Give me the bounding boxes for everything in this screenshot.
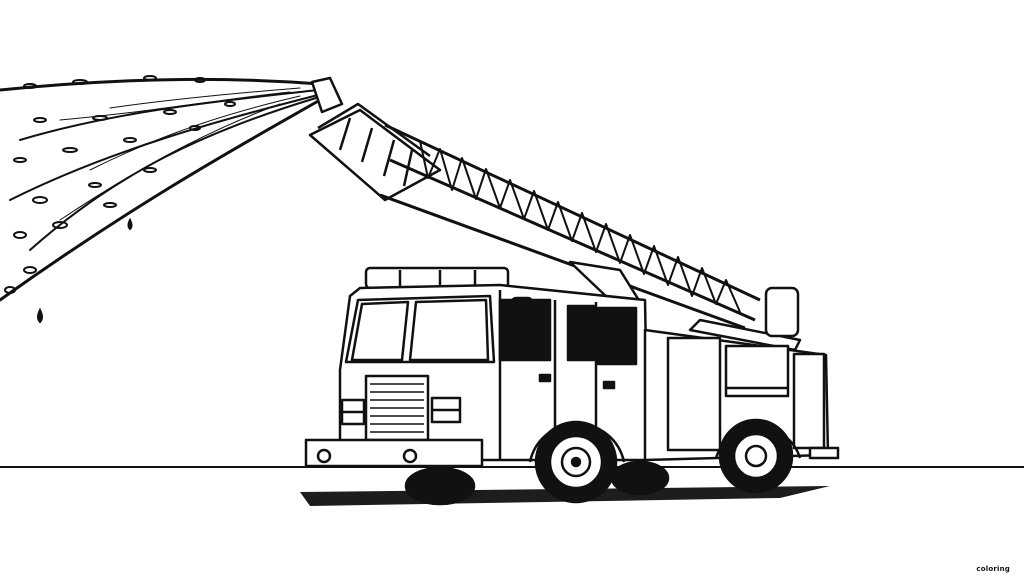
fire-truck — [304, 266, 840, 506]
watermark-text: coloring — [976, 565, 1010, 573]
ladder-basket — [308, 108, 442, 202]
ladder-bottom-rail — [379, 193, 746, 330]
water-spray — [0, 75, 322, 324]
front-bumper — [304, 438, 484, 468]
water-droplets — [4, 75, 236, 324]
front-axle-wheel — [404, 466, 476, 506]
rear-wheel — [714, 418, 802, 494]
nozzle — [310, 76, 344, 114]
front-wheel — [528, 420, 626, 504]
cab-rear-window — [596, 306, 638, 366]
cab-side-window — [566, 304, 596, 362]
ladder-top-rail — [384, 123, 761, 302]
compartment-1 — [666, 336, 722, 452]
ground — [0, 466, 1024, 506]
aerial-ladder — [308, 76, 802, 352]
compartment-3 — [792, 352, 826, 450]
rear-side-wheel — [610, 460, 670, 496]
ladder-cylinder — [764, 286, 800, 338]
